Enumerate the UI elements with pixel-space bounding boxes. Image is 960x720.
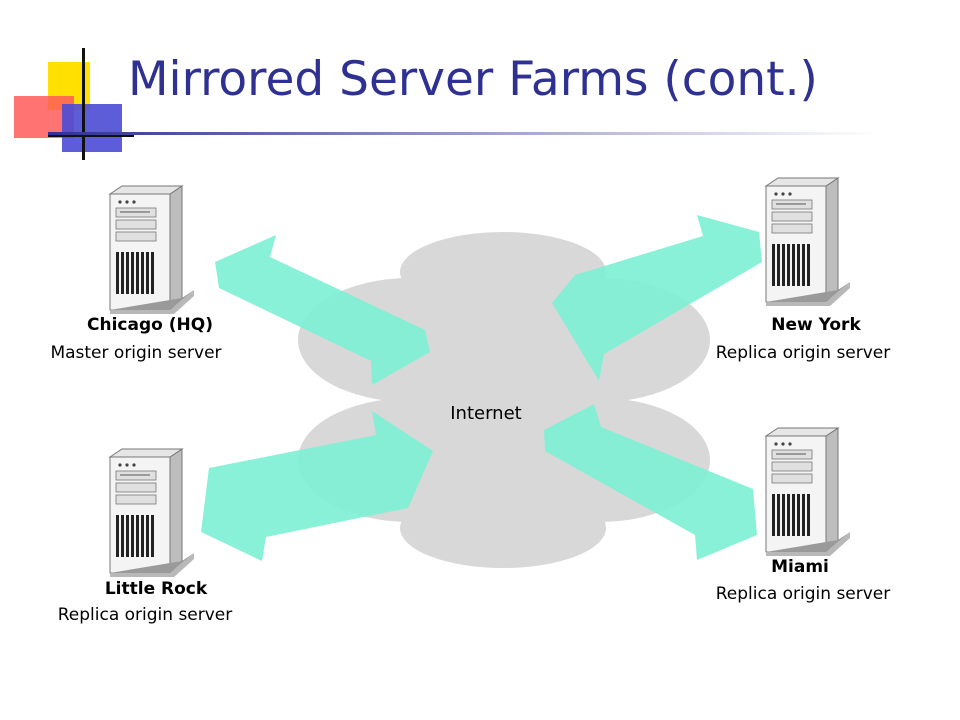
chicago-role: Master origin server [50,343,222,363]
chicago-name: Chicago (HQ) [87,315,213,335]
arrow-chicago-internet [215,235,430,385]
miami-name: Miami [771,557,829,577]
arrow-miami-internet [544,404,757,560]
littlerock-name: Little Rock [104,579,208,599]
server-littlerock-icon [109,448,195,578]
slide-title: Mirrored Server Farms (cont.) [128,52,818,107]
template-logo-icon [14,48,134,163]
miami-role: Replica origin server [715,584,891,604]
server-miami-icon [765,427,851,557]
newyork-name: New York [771,315,861,335]
arrow-newyork-internet [552,215,762,381]
server-chicago-icon [109,185,195,315]
internet-label: Internet [450,403,521,424]
littlerock-role: Replica origin server [57,605,233,625]
title-underline [48,132,878,135]
newyork-role: Replica origin server [715,343,891,363]
server-newyork-icon [765,177,851,307]
arrow-littlerock-internet [201,411,433,561]
